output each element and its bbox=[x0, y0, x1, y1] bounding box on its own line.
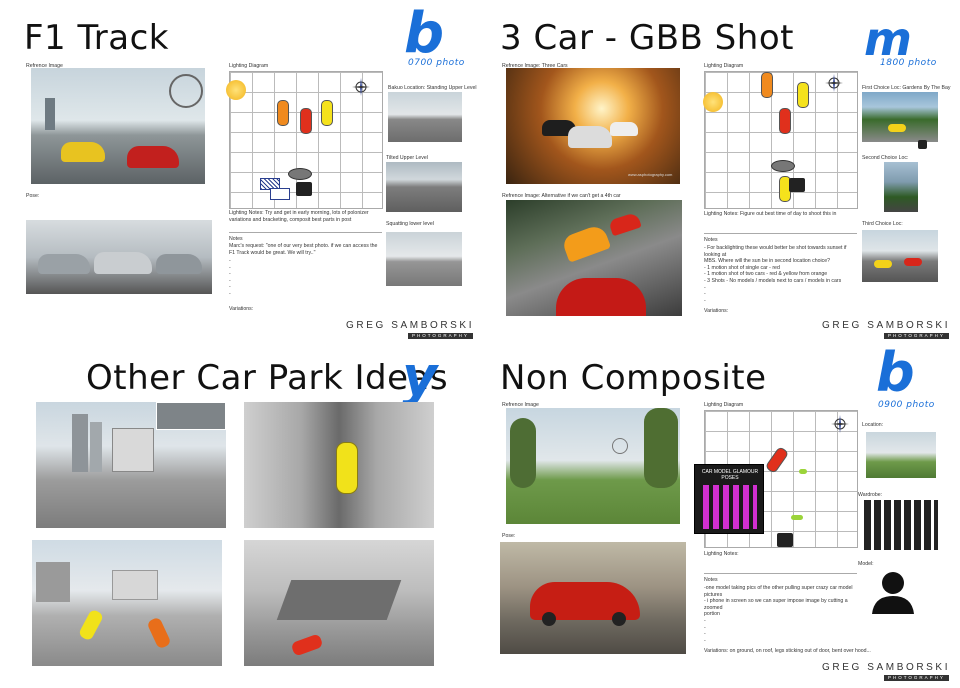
car-yellow-icon bbox=[797, 82, 809, 108]
notes-text: - For backlighting these would better be… bbox=[704, 245, 847, 304]
carpark-photo-3 bbox=[32, 540, 222, 666]
logo-sub: 0900 photo bbox=[878, 400, 935, 410]
logo-letter: y bbox=[402, 345, 438, 408]
diagram-label: Lighting Diagram bbox=[704, 402, 744, 408]
pose-photo bbox=[500, 542, 686, 654]
location-2-label: Tilted Upper Level bbox=[386, 155, 428, 161]
page-title: Non Composite bbox=[500, 358, 767, 398]
pose-photo bbox=[26, 220, 212, 294]
model-marker-icon bbox=[799, 469, 807, 474]
lighting-diagram bbox=[703, 71, 858, 209]
location-label: Location: bbox=[862, 422, 884, 428]
reference-label: Refrence Image bbox=[502, 402, 539, 408]
model-label: Model: bbox=[858, 561, 874, 567]
reference-photo: www.asphotography.com bbox=[506, 68, 680, 184]
notes-label: Notes bbox=[704, 577, 718, 583]
location-3-photo bbox=[862, 230, 938, 282]
car-red-icon bbox=[300, 108, 312, 134]
logo-sub: 0700 photo bbox=[408, 58, 465, 68]
variations-label: Variations: bbox=[704, 308, 729, 314]
car-red-icon bbox=[779, 108, 791, 134]
pose-label: Pose: bbox=[26, 193, 40, 199]
signature-sub: PHOTOGRAPHY bbox=[408, 333, 473, 339]
logo-letter: b bbox=[876, 341, 915, 404]
lighting-diagram bbox=[704, 410, 858, 548]
variations-label: Variations: bbox=[229, 306, 254, 312]
variations-label: Variations: on ground, on roof, legs sti… bbox=[704, 648, 871, 654]
compass-icon bbox=[831, 415, 849, 433]
location-1-photo bbox=[388, 92, 462, 142]
location-3-photo bbox=[386, 232, 462, 286]
reference-photo bbox=[31, 68, 205, 184]
notes-label: Notes bbox=[229, 236, 243, 242]
signature-sub: PHOTOGRAPHY bbox=[884, 675, 949, 681]
location-3-label: Third Choice Loc: bbox=[862, 221, 903, 227]
lighting-notes: Lighting Notes: Figure out best time of … bbox=[704, 211, 837, 217]
model-silhouette-icon bbox=[870, 568, 916, 614]
signature-sub: PHOTOGRAPHY bbox=[884, 333, 949, 339]
car-orange-icon bbox=[761, 72, 773, 98]
diagram-label: Lighting Diagram bbox=[229, 63, 269, 69]
logo-letter: b bbox=[404, 1, 445, 66]
camera-icon bbox=[296, 182, 312, 196]
reference-label: Refrence Image: Three Cars bbox=[502, 63, 568, 69]
car-orange-icon bbox=[277, 100, 289, 126]
photo-watermark: www.asphotography.com bbox=[628, 172, 673, 177]
location-3-label: Squatting lower level bbox=[386, 221, 434, 227]
location-2-label: Second Choice Loc: bbox=[862, 155, 909, 161]
logo-letter: m bbox=[864, 12, 912, 66]
compass-icon bbox=[352, 78, 370, 96]
camera-icon bbox=[789, 178, 805, 192]
carpark-photo-4 bbox=[244, 540, 434, 666]
car-red-icon bbox=[764, 445, 790, 475]
lighting-notes: Lighting Notes: Try and get in early mor… bbox=[229, 210, 369, 223]
car-yellow-icon bbox=[321, 100, 333, 126]
location-2-photo bbox=[386, 162, 462, 212]
model-marker-icon bbox=[791, 515, 803, 520]
reflector-icon bbox=[288, 168, 312, 180]
carpark-photo-1 bbox=[36, 402, 226, 528]
reference-photo bbox=[506, 408, 680, 524]
signature: GREG SAMBORSKI bbox=[822, 320, 951, 331]
reflector-icon bbox=[771, 160, 795, 172]
logo-sub: 1800 photo bbox=[880, 58, 937, 68]
wardrobe-photo bbox=[864, 500, 938, 550]
sun-icon bbox=[226, 80, 246, 100]
page-title: 3 Car - GBB Shot bbox=[500, 18, 794, 58]
wardrobe-label: Wardrobe: bbox=[858, 492, 883, 498]
signature: GREG SAMBORSKI bbox=[346, 320, 475, 331]
alt-reference-label: Refrence Image: Alternative if we can't … bbox=[502, 193, 621, 199]
lighting-diagram bbox=[226, 71, 383, 209]
notes-text: Marc's request: "one of our very best ph… bbox=[229, 243, 378, 256]
location-1-photo bbox=[862, 92, 938, 142]
reference-label: Refrence Image bbox=[26, 63, 63, 69]
notes-bullets: ------ bbox=[229, 258, 231, 297]
camera-icon bbox=[777, 533, 793, 547]
location-1-label: Bakuo Location: Standing Upper Level bbox=[388, 85, 477, 91]
pose-label: Pose: bbox=[502, 533, 516, 539]
softbox-icon bbox=[270, 188, 290, 200]
poster-title: CAR MODEL GLAMOUR POSES bbox=[701, 469, 759, 481]
page-title: F1 Track bbox=[24, 18, 169, 58]
signature: GREG SAMBORSKI bbox=[822, 662, 951, 673]
camera-icon bbox=[918, 140, 927, 149]
diagram-label: Lighting Diagram bbox=[704, 63, 744, 69]
notes-label: Notes bbox=[704, 237, 718, 243]
alt-reference-photo bbox=[506, 200, 682, 316]
page-title: Other Car Park Ideas bbox=[86, 358, 449, 398]
carpark-photo-2 bbox=[244, 402, 434, 528]
notes-text: -one model taking pics of the other pull… bbox=[704, 585, 853, 644]
location-photo bbox=[866, 432, 936, 478]
location-2-photo bbox=[884, 162, 918, 212]
sun-icon bbox=[703, 92, 723, 112]
glamour-poses-poster: CAR MODEL GLAMOUR POSES bbox=[694, 464, 764, 534]
compass-icon bbox=[825, 74, 843, 92]
lighting-notes: Lighting Notes: bbox=[704, 551, 739, 557]
location-1-label: First Choice Loc: Gardens By The Bay bbox=[862, 85, 951, 91]
